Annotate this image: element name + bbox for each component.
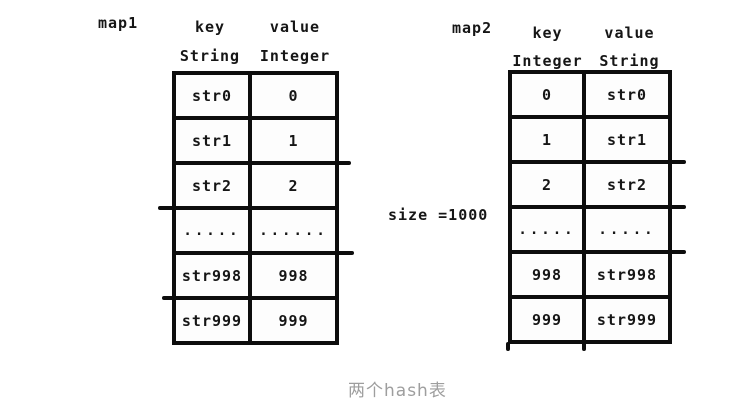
stroke-overhang [670,250,686,254]
cell-map2-4-value: str998 [582,250,672,299]
cell-map1-1-key: str1 [172,116,252,165]
table-row: 999 str999 [508,295,672,344]
cell-map1-2-value: 2 [248,161,339,210]
map1-value-header: value Integer [252,13,338,71]
map2-value-type-label: String [599,52,660,70]
table-row: 998 str998 [508,250,672,299]
cell-map1-3-value: ...... [248,206,339,255]
map2-title: map2 [452,19,493,37]
stroke-overhang [158,206,174,210]
table-row: str1 1 [172,116,339,165]
cell-map1-2-key: str2 [172,161,252,210]
stroke-overhang [162,296,174,300]
cell-map2-2-value: str2 [582,160,672,209]
cell-map1-1-value: 1 [248,116,339,165]
map2-value-header-label: value [604,24,655,42]
cell-map1-0-key: str0 [172,71,252,120]
map1-key-header: key String [170,13,250,71]
size-label: size =1000 [388,206,489,224]
table-row: str0 0 [172,71,339,120]
table-row: ..... ...... [172,206,339,255]
cell-map2-3-key: ..... [508,205,586,254]
table-row: 1 str1 [508,115,672,164]
cell-map1-5-value: 999 [248,296,339,345]
stroke-overhang [337,251,354,255]
table-row: str2 2 [172,161,339,210]
stroke-overhang [582,342,586,351]
stroke-overhang [506,342,510,351]
cell-map1-5-key: str999 [172,296,252,345]
table-row: str998 998 [172,251,339,300]
cell-map2-0-key: 0 [508,70,586,119]
table-row: ..... ..... [508,205,672,254]
table-row: 0 str0 [508,70,672,119]
map2-table: 0 str0 1 str1 2 str2 ..... ..... 998 str… [508,70,672,344]
map1-key-type-label: String [179,47,241,65]
stroke-overhang [670,160,686,164]
cell-map2-1-key: 1 [508,115,586,164]
cell-map2-5-value: str999 [582,295,672,344]
map1-table: str0 0 str1 1 str2 2 ..... ...... str998… [172,71,339,345]
stroke-overhang [670,205,686,209]
map1-key-header-label: key [194,18,226,36]
table-row: str999 999 [172,296,339,345]
map1-value-header-label: value [269,18,321,36]
cell-map1-0-value: 0 [248,71,339,120]
cell-map1-3-key: ..... [172,206,252,255]
cell-map2-3-value: ..... [582,205,672,254]
cell-map1-4-value: 998 [248,251,339,300]
map2-key-type-label: Integer [512,52,583,70]
cell-map2-0-value: str0 [582,70,672,119]
map2-key-header: key Integer [508,19,587,75]
map1-title: map1 [98,14,139,32]
cell-map1-4-key: str998 [172,251,252,300]
cell-map2-4-key: 998 [508,250,586,299]
table-row: 2 str2 [508,160,672,209]
cell-map2-1-value: str1 [582,115,672,164]
cell-map2-2-key: 2 [508,160,586,209]
stroke-overhang [337,161,351,165]
map1-value-type-label: Integer [259,47,331,65]
cell-map2-5-key: 999 [508,295,586,344]
diagram-caption: 两个hash表 [348,381,447,401]
map2-key-header-label: key [532,24,563,42]
map2-value-header: value String [587,19,672,75]
